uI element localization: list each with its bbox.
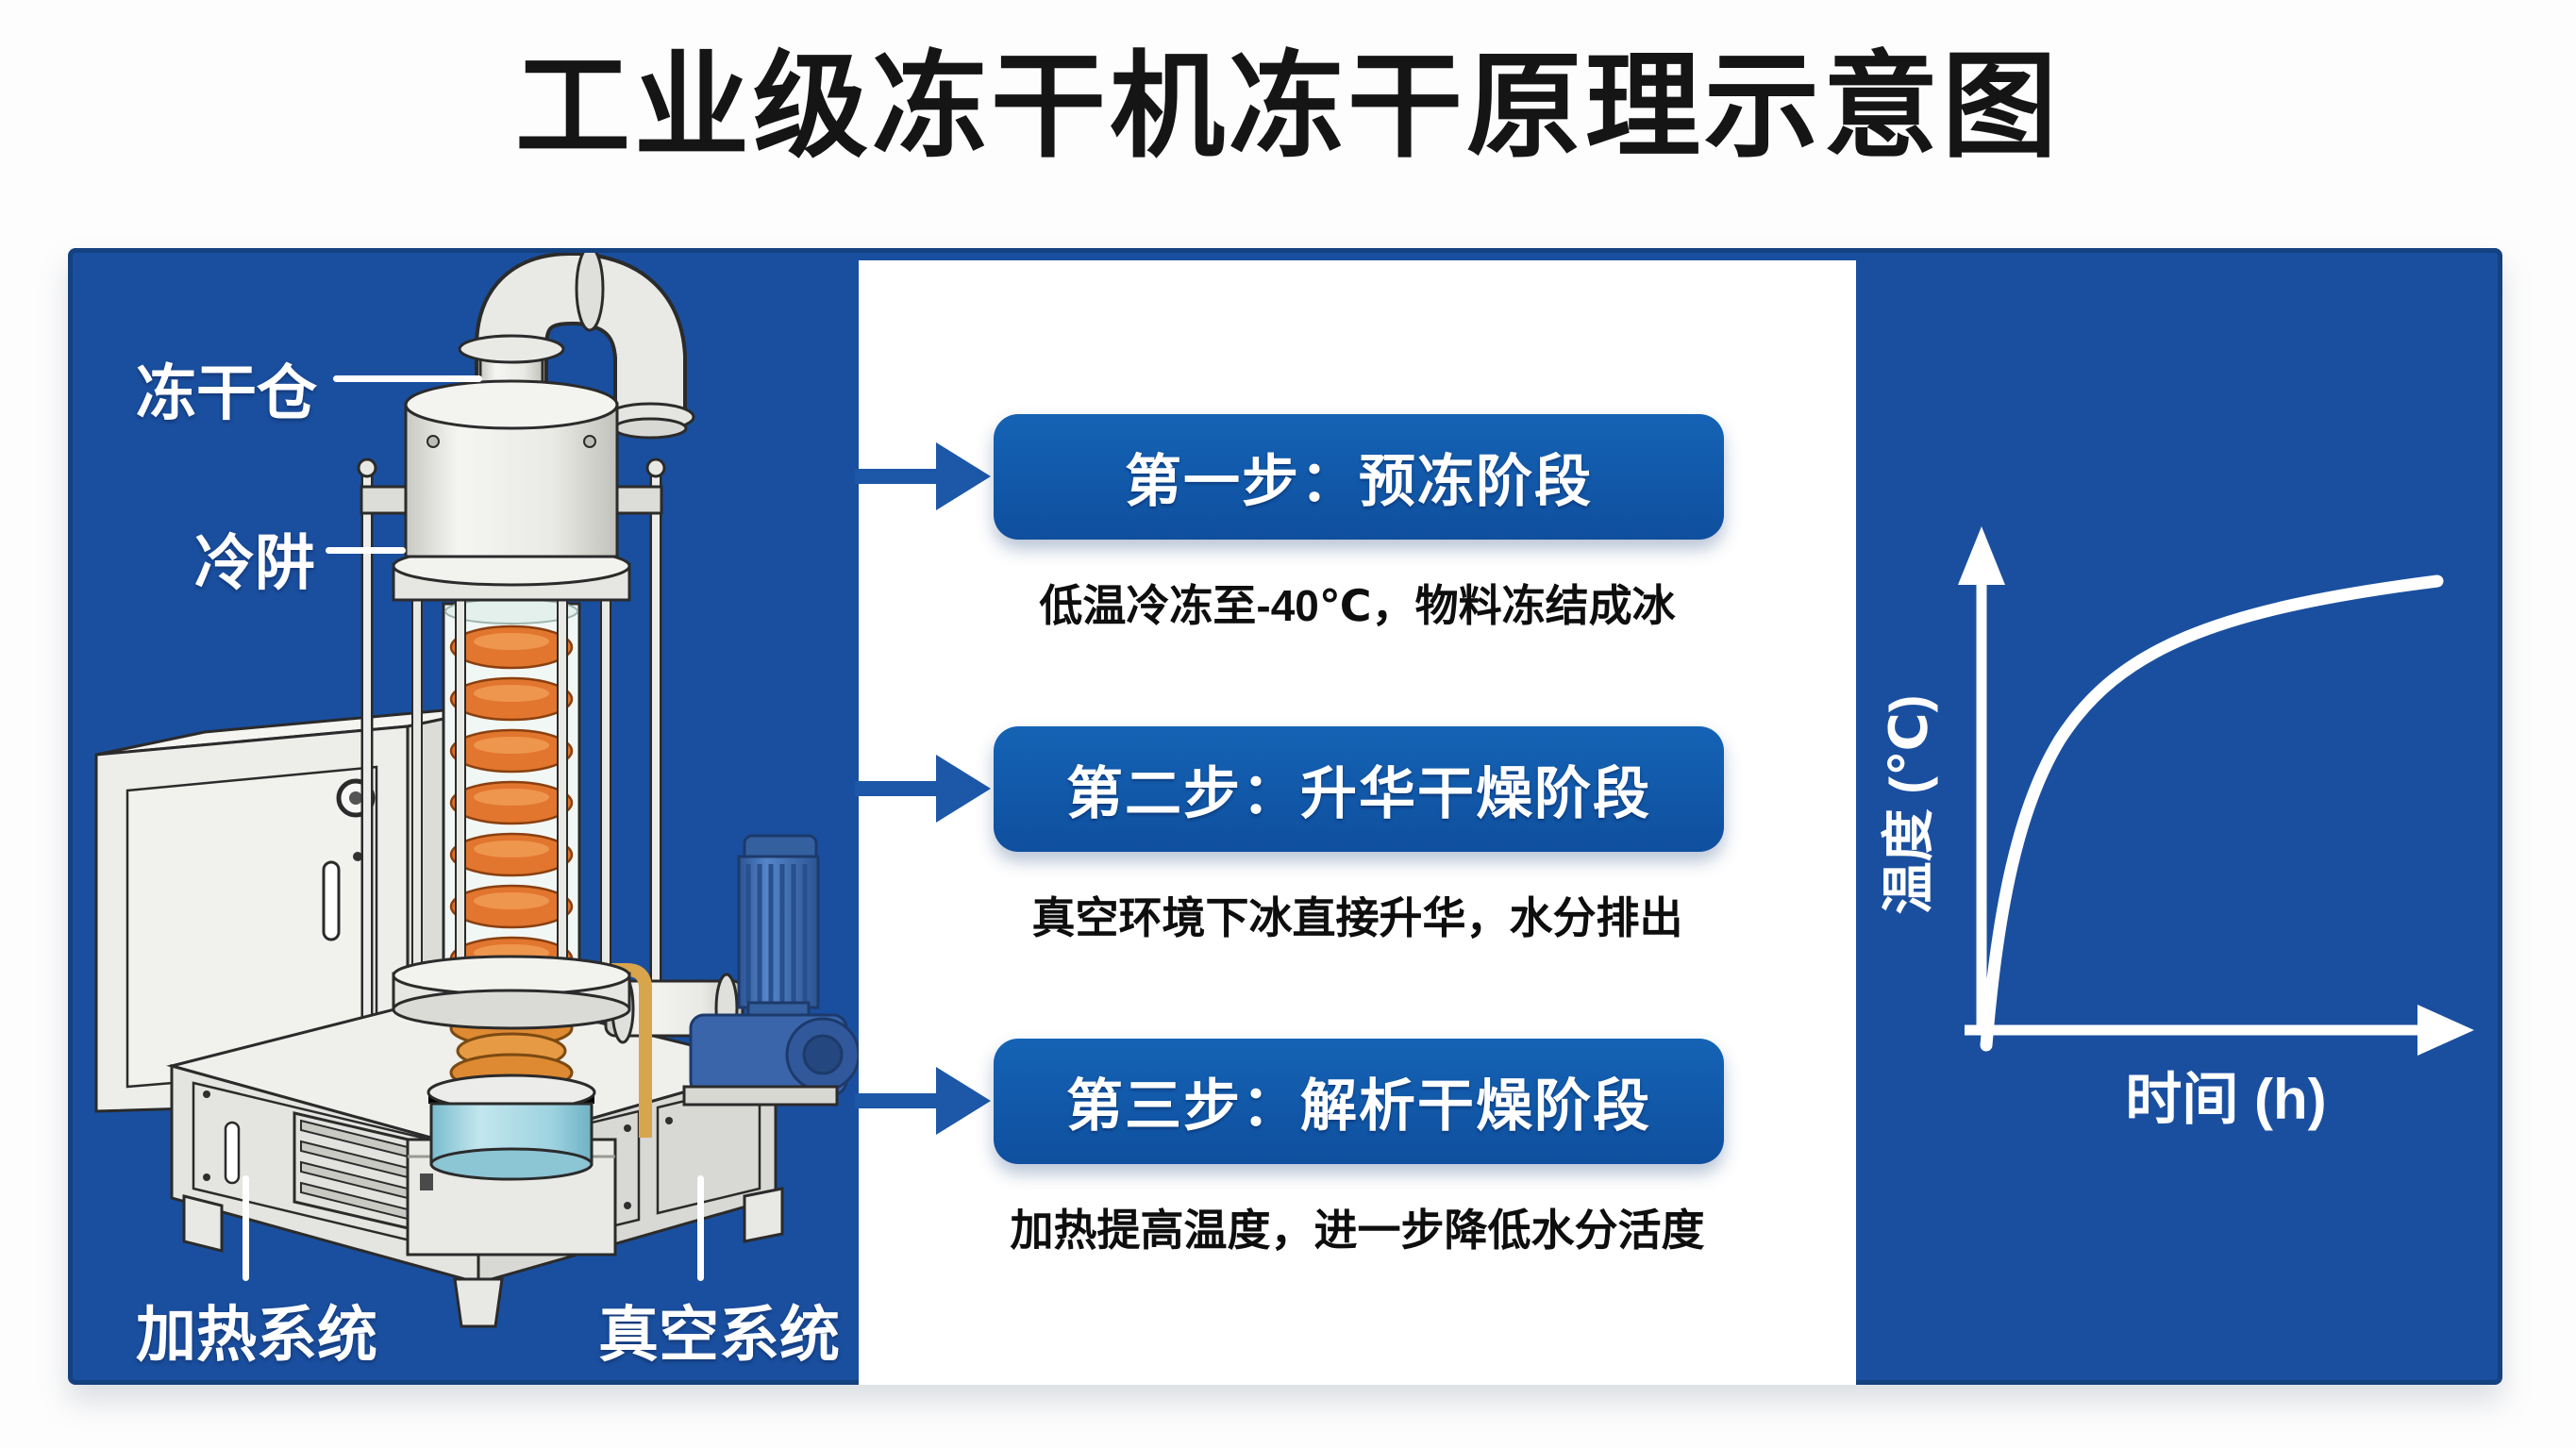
vacuum-pump: [682, 834, 859, 1107]
x-axis-label: 时间 (h): [2125, 1068, 2326, 1131]
chamber-leader-line: [333, 375, 482, 382]
freeze-dry-chamber: [404, 253, 695, 558]
step1-arrow-icon: [855, 442, 991, 510]
x-axis-arrowhead: [2417, 1005, 2474, 1056]
vacuum-system-label: 真空系统: [598, 1301, 840, 1369]
cold-trap-leader-line: [326, 547, 406, 554]
step2-arrow-icon: [855, 755, 991, 823]
step3-box: 第三步：解析干燥阶段: [994, 1039, 1724, 1164]
temperature-time-chart: 时间 (h) 温度 (℃): [1879, 526, 2474, 1131]
content-panel: 冻干仓 冷阱 加热系统 真空系统 第一步：预冻阶段 低温冷冻至-40℃，物料冻结…: [68, 248, 2502, 1385]
frame-rods: [411, 598, 611, 975]
step2-box: 第二步：升华干燥阶段: [994, 726, 1724, 852]
chamber-label: 冻干仓: [136, 359, 317, 427]
page-title: 工业级冻干机冻干原理示意图: [515, 42, 2061, 171]
y-axis-arrowhead: [1958, 526, 2005, 585]
step1-description: 低温冷冻至-40℃，物料冻结成冰: [1039, 581, 1676, 630]
step2-description: 真空环境下冰直接升华，水分排出: [1031, 893, 1683, 942]
step3-title: 第三步：解析干燥阶段: [1066, 1074, 1651, 1138]
step3-description: 加热提高温度，进一步降低水分活度: [1010, 1206, 1705, 1255]
y-axis-label: 温度 (℃): [1879, 695, 1938, 915]
heating-leader-line: [243, 1175, 249, 1281]
vacuum-leader-line: [697, 1175, 704, 1281]
cold-trap-label: 冷阱: [194, 529, 315, 597]
temperature-curve: [1980, 574, 2444, 1052]
step2-title: 第二步：升华干燥阶段: [1066, 762, 1651, 825]
heating-system-label: 加热系统: [136, 1301, 377, 1369]
machine-illustration: [94, 253, 859, 1328]
step3-arrow-icon: [855, 1067, 991, 1135]
step1-title: 第一步：预冻阶段: [1125, 450, 1593, 513]
steps-panel: 第一步：预冻阶段 低温冷冻至-40℃，物料冻结成冰 第二步：升华干燥阶段 真空环…: [855, 260, 1856, 1385]
step1-box: 第一步：预冻阶段: [994, 414, 1724, 540]
